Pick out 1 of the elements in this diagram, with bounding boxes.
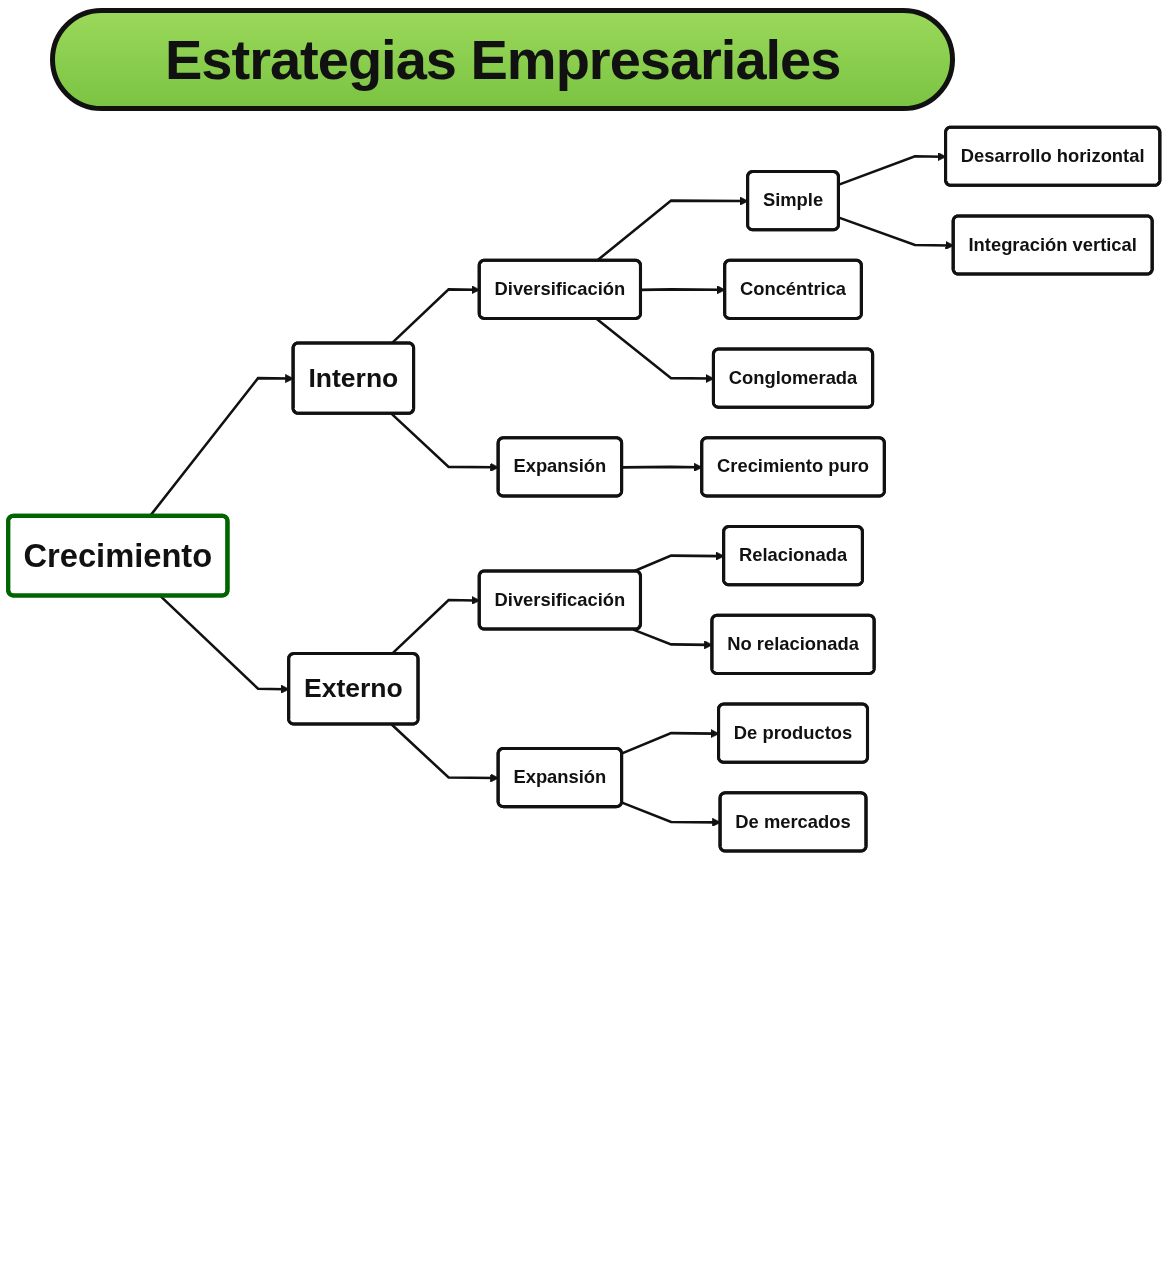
title-banner: Estrategias Empresariales [50, 8, 956, 111]
